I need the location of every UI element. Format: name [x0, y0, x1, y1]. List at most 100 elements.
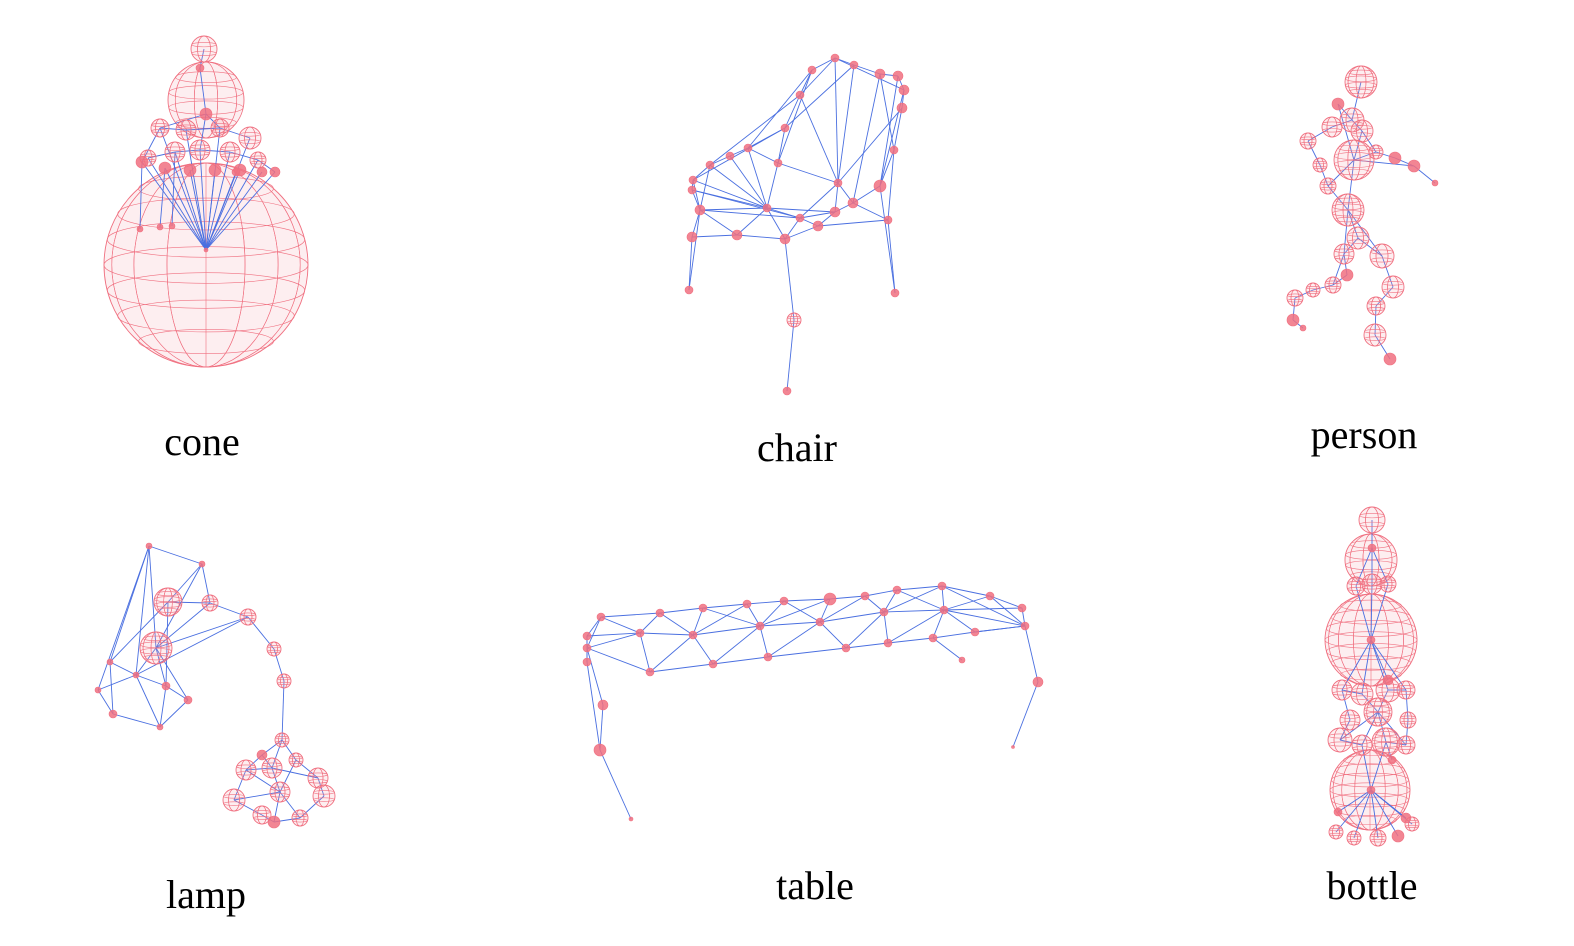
edge	[777, 69, 813, 164]
sphere-outline	[1351, 734, 1373, 756]
node	[830, 53, 840, 63]
sphere-latitude	[1352, 746, 1372, 751]
wire-sphere	[291, 809, 309, 827]
node	[645, 667, 655, 677]
sphere-outline	[1361, 573, 1383, 595]
sphere-latitude	[1370, 257, 1394, 263]
node	[156, 723, 164, 731]
node	[1382, 674, 1394, 686]
sphere-latitude	[156, 608, 180, 613]
node	[267, 815, 281, 829]
sphere-longitude	[318, 784, 330, 808]
edge	[1353, 789, 1372, 839]
sphere-outline	[235, 759, 257, 781]
edge	[279, 759, 297, 793]
sphere-latitude	[240, 618, 256, 622]
sphere-longitude	[155, 118, 165, 138]
sphere-latitude	[1405, 820, 1419, 824]
wire-sphere	[269, 781, 291, 803]
sphere-outline	[238, 126, 262, 150]
sphere-latitude	[1313, 165, 1327, 169]
node	[698, 603, 708, 613]
edge	[747, 147, 768, 209]
node	[795, 213, 805, 223]
sphere-latitude	[275, 736, 289, 740]
node	[939, 605, 949, 615]
edge	[135, 674, 167, 687]
edge	[164, 167, 207, 251]
edge	[586, 632, 641, 637]
sphere-longitude	[257, 805, 267, 825]
node	[1331, 97, 1345, 111]
node	[860, 591, 870, 601]
edge	[699, 207, 768, 211]
sphere-latitude	[239, 139, 261, 144]
sphere-longitude	[243, 608, 253, 626]
sphere-longitude	[224, 141, 236, 163]
wire-sphere	[274, 732, 290, 748]
wire-sphere	[1363, 697, 1393, 727]
edge	[135, 674, 161, 728]
sphere-longitude	[1345, 107, 1359, 133]
node	[779, 596, 789, 606]
wire-sphere	[189, 139, 211, 161]
sphere-longitude	[1373, 829, 1383, 847]
sphere-latitude	[239, 132, 261, 137]
node	[1431, 179, 1439, 187]
node	[958, 656, 966, 664]
sphere-latitude	[1371, 742, 1401, 748]
edge	[1327, 159, 1355, 187]
edge	[159, 699, 189, 728]
edge	[893, 107, 903, 151]
wire-sphere	[1299, 132, 1317, 150]
edge	[659, 612, 694, 636]
sphere-latitude	[211, 129, 229, 133]
sphere-latitude	[165, 146, 185, 151]
node	[684, 285, 694, 295]
edge	[112, 713, 161, 728]
edge	[1024, 625, 1039, 683]
node	[158, 161, 172, 175]
wire-sphere	[150, 118, 170, 138]
sphere-outline	[164, 141, 186, 163]
sphere-latitude	[1370, 833, 1386, 837]
wire-sphere	[1344, 533, 1398, 587]
edge	[943, 609, 1026, 627]
sphere-latitude	[1329, 832, 1343, 836]
edge	[155, 647, 189, 701]
edge	[692, 625, 761, 636]
sphere-latitude	[1400, 721, 1416, 725]
node	[1340, 268, 1354, 282]
sphere-longitude	[1332, 749, 1408, 831]
sphere-latitude	[1332, 210, 1364, 217]
sphere-latitude	[313, 797, 335, 802]
sphere-longitude	[1387, 275, 1399, 299]
sphere-latitude	[1334, 152, 1374, 160]
edge	[586, 632, 641, 649]
sphere-outline	[222, 788, 246, 812]
sphere-outline	[1369, 829, 1387, 847]
edge	[1347, 209, 1359, 239]
node	[970, 627, 980, 637]
sphere-latitude	[223, 794, 245, 799]
edge	[692, 179, 768, 209]
edge	[209, 602, 249, 618]
edge	[148, 545, 157, 649]
edge	[688, 236, 693, 291]
sphere-longitude	[1344, 709, 1356, 731]
node	[898, 84, 910, 96]
sphere-latitude	[236, 771, 256, 776]
edge	[205, 171, 276, 251]
wire-sphere	[1312, 157, 1328, 173]
edge	[941, 585, 1026, 627]
node	[1366, 635, 1376, 645]
sphere-outline	[261, 757, 283, 779]
sphere-outline	[189, 139, 211, 161]
edge	[97, 545, 150, 691]
sphere-latitude	[1349, 571, 1393, 580]
sphere-outline	[1399, 711, 1417, 729]
edge	[649, 663, 714, 673]
sphere-outline	[1333, 243, 1355, 265]
node	[231, 167, 241, 177]
wire-sphere	[1399, 711, 1417, 729]
